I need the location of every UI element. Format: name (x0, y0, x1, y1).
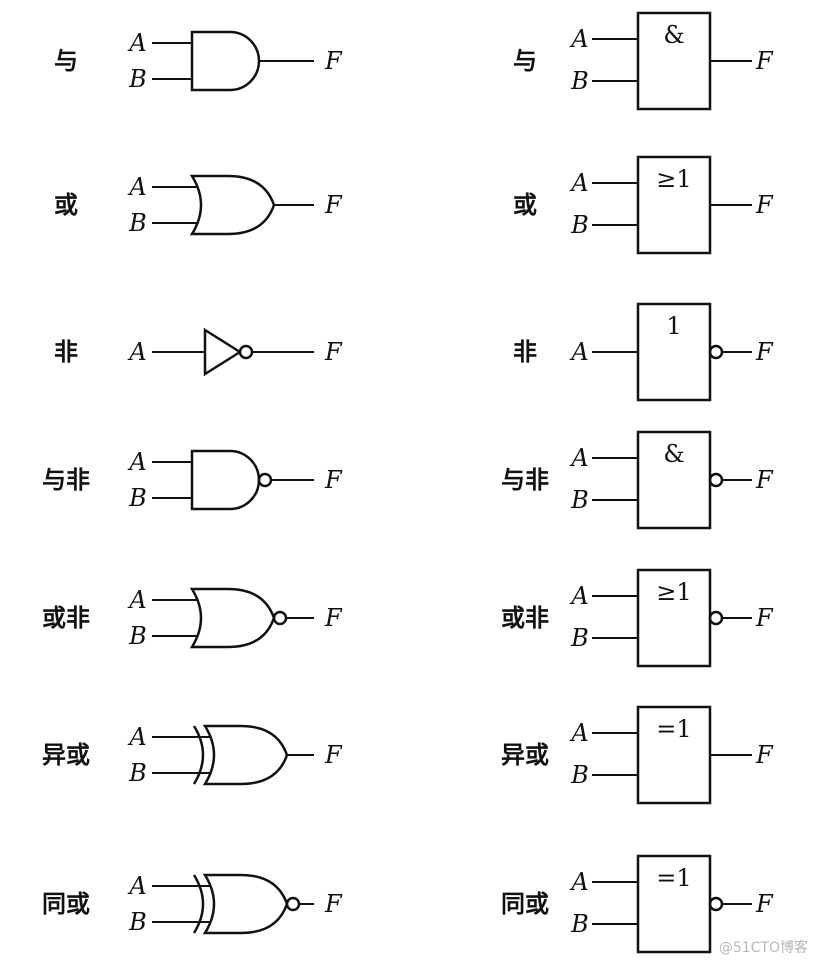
inversion-bubble (708, 344, 724, 360)
gate-row-distinctive-and: 与非 AB F (42, 448, 343, 512)
gate-label-right: 与非 (501, 466, 549, 494)
gate-row-distinctive-xor: 同或 AB F (42, 872, 343, 936)
gate-label-left: 或非 (42, 604, 90, 632)
gate-label-left: 异或 (42, 741, 90, 769)
input-b-label: B (128, 622, 147, 650)
gate-label-right: 或非 (501, 604, 549, 632)
input-a-label: A (127, 872, 146, 900)
gate-label-right: 异或 (501, 741, 549, 769)
rect-gate-box (636, 155, 712, 255)
input-a-label: A (127, 173, 146, 201)
input-b-label: B (570, 761, 589, 789)
output-label: F (324, 191, 343, 219)
gate-function-symbol: ≥1 (656, 578, 691, 606)
inversion-bubble (285, 896, 301, 912)
and-gate-shape (190, 449, 261, 511)
output-label: F (324, 741, 343, 769)
input-b-label: B (570, 211, 589, 239)
output-label: F (755, 604, 774, 632)
gate-label-right: 与 (513, 47, 537, 75)
gate-row-rectangular-or: 或非 AB ≥1F (501, 568, 774, 668)
gate-row-rectangular-or: 或 AB ≥1F (513, 155, 774, 255)
input-b-label: B (570, 486, 589, 514)
input-a-label: A (127, 448, 146, 476)
not-gate-triangle (203, 327, 243, 377)
gate-row-distinctive-or: 或 AB F (54, 173, 343, 237)
output-label: F (755, 890, 774, 918)
gate-function-symbol: ≥1 (656, 165, 691, 193)
input-a-label: A (569, 338, 588, 366)
gate-row-distinctive-xor: 异或 AB F (42, 723, 343, 787)
gate-label-right: 同或 (501, 890, 549, 918)
output-label: F (755, 466, 774, 494)
output-label: F (755, 741, 774, 769)
input-a-label: A (127, 338, 146, 366)
or-gate-shape (202, 724, 289, 786)
xor-extra-arc (192, 874, 205, 934)
input-a-label: A (127, 723, 146, 751)
input-a-label: A (127, 586, 146, 614)
output-label: F (324, 47, 343, 75)
gate-row-distinctive-and: 与 AB F (54, 29, 343, 93)
input-b-label: B (128, 65, 147, 93)
or-gate-shape (189, 587, 276, 649)
input-b-label: B (570, 910, 589, 938)
xor-extra-arc (192, 725, 205, 785)
inversion-bubble (708, 472, 724, 488)
gate-label-left: 与非 (42, 466, 90, 494)
inversion-bubble (708, 896, 724, 912)
input-a-label: A (569, 868, 588, 896)
rect-gate-box (636, 430, 712, 530)
input-b-label: B (128, 484, 147, 512)
inversion-bubble (238, 344, 254, 360)
gate-row-rectangular-xor: 异或 AB =1F (501, 705, 774, 805)
gate-function-symbol: =1 (656, 864, 691, 892)
or-gate-shape (202, 873, 289, 935)
inversion-bubble (272, 610, 288, 626)
gate-function-symbol: & (663, 440, 684, 468)
output-label: F (324, 466, 343, 494)
gate-label-left: 非 (54, 338, 78, 366)
inversion-bubble (257, 472, 273, 488)
input-a-label: A (569, 582, 588, 610)
gate-function-symbol: & (663, 21, 684, 49)
input-a-label: A (569, 25, 588, 53)
gate-row-rectangular-and: 与非 AB & F (501, 430, 774, 530)
output-label: F (755, 338, 774, 366)
rect-gate-box (636, 854, 712, 954)
input-a-label: A (569, 719, 588, 747)
output-label: F (324, 890, 343, 918)
input-b-label: B (128, 759, 147, 787)
output-label: F (755, 191, 774, 219)
gate-function-symbol: 1 (666, 312, 681, 340)
gate-row-distinctive-or: 或非 AB F (42, 586, 343, 650)
input-a-label: A (569, 444, 588, 472)
rect-gate-box (636, 302, 712, 402)
gate-row-rectangular-not: 非 A 1F (513, 302, 774, 402)
gate-label-left: 同或 (42, 890, 90, 918)
gate-function-symbol: =1 (656, 715, 691, 743)
inversion-bubble (708, 610, 724, 626)
input-b-label: B (570, 67, 589, 95)
input-b-label: B (128, 908, 147, 936)
gate-row-rectangular-and: 与 AB & F (513, 11, 774, 111)
gate-row-rectangular-xor: 同或 AB =1F (501, 854, 774, 954)
input-b-label: B (128, 209, 147, 237)
gate-label-right: 或 (513, 191, 537, 219)
gate-label-left: 或 (54, 191, 78, 219)
rect-gate-box (636, 568, 712, 668)
or-gate-shape (189, 174, 276, 236)
output-label: F (755, 47, 774, 75)
gate-label-right: 非 (513, 338, 537, 366)
and-gate-shape (190, 30, 261, 92)
input-a-label: A (569, 169, 588, 197)
output-label: F (324, 338, 343, 366)
input-a-label: A (127, 29, 146, 57)
gate-label-left: 与 (54, 47, 78, 75)
output-label: F (324, 604, 343, 632)
watermark: @51CTO博客 (719, 939, 808, 956)
input-b-label: B (570, 624, 589, 652)
